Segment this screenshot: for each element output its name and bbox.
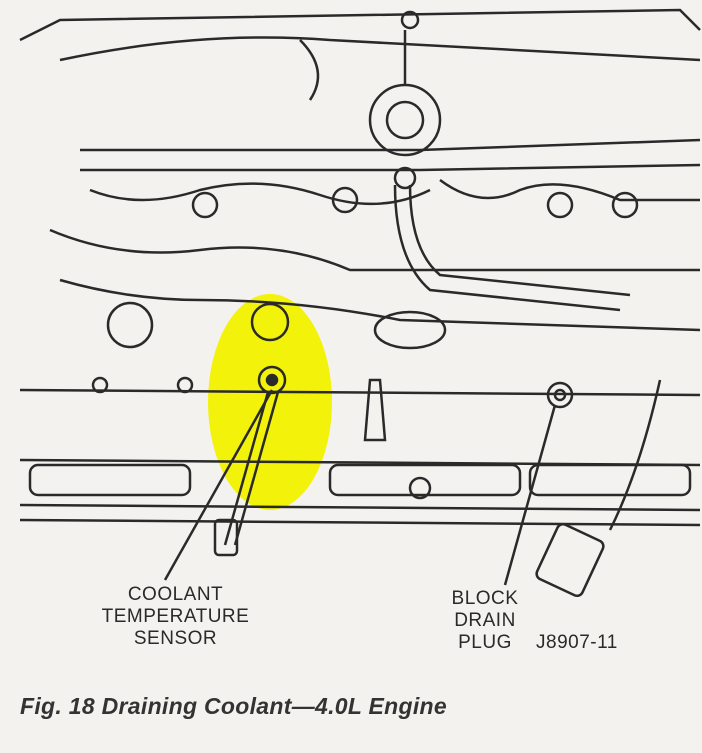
label-line: TEMPERATURE	[101, 606, 250, 627]
coolant-temperature-sensor	[215, 367, 285, 555]
drain-plug-leader-line	[505, 405, 555, 585]
exhaust-manifold	[50, 168, 700, 330]
figure-caption: Fig. 18 Draining Coolant—4.0L Engine	[20, 693, 447, 719]
sensor-highlight	[208, 294, 332, 510]
label-line: DRAIN	[454, 610, 516, 631]
label-line: BLOCK	[451, 588, 519, 609]
drain-plug-label: BLOCK DRAIN PLUG	[445, 588, 525, 654]
figure-code: J8907-11	[536, 632, 618, 653]
label-line: SENSOR	[133, 628, 218, 649]
engine-block	[20, 303, 700, 525]
label-line: PLUG	[458, 632, 512, 653]
label-line: COOLANT	[127, 584, 224, 605]
sensor-connector	[535, 380, 660, 598]
intake-manifold	[20, 10, 700, 204]
coolant-sensor-leader-line	[165, 390, 272, 580]
coolant-sensor-label: COOLANT TEMPERATURE SENSOR	[88, 584, 263, 650]
